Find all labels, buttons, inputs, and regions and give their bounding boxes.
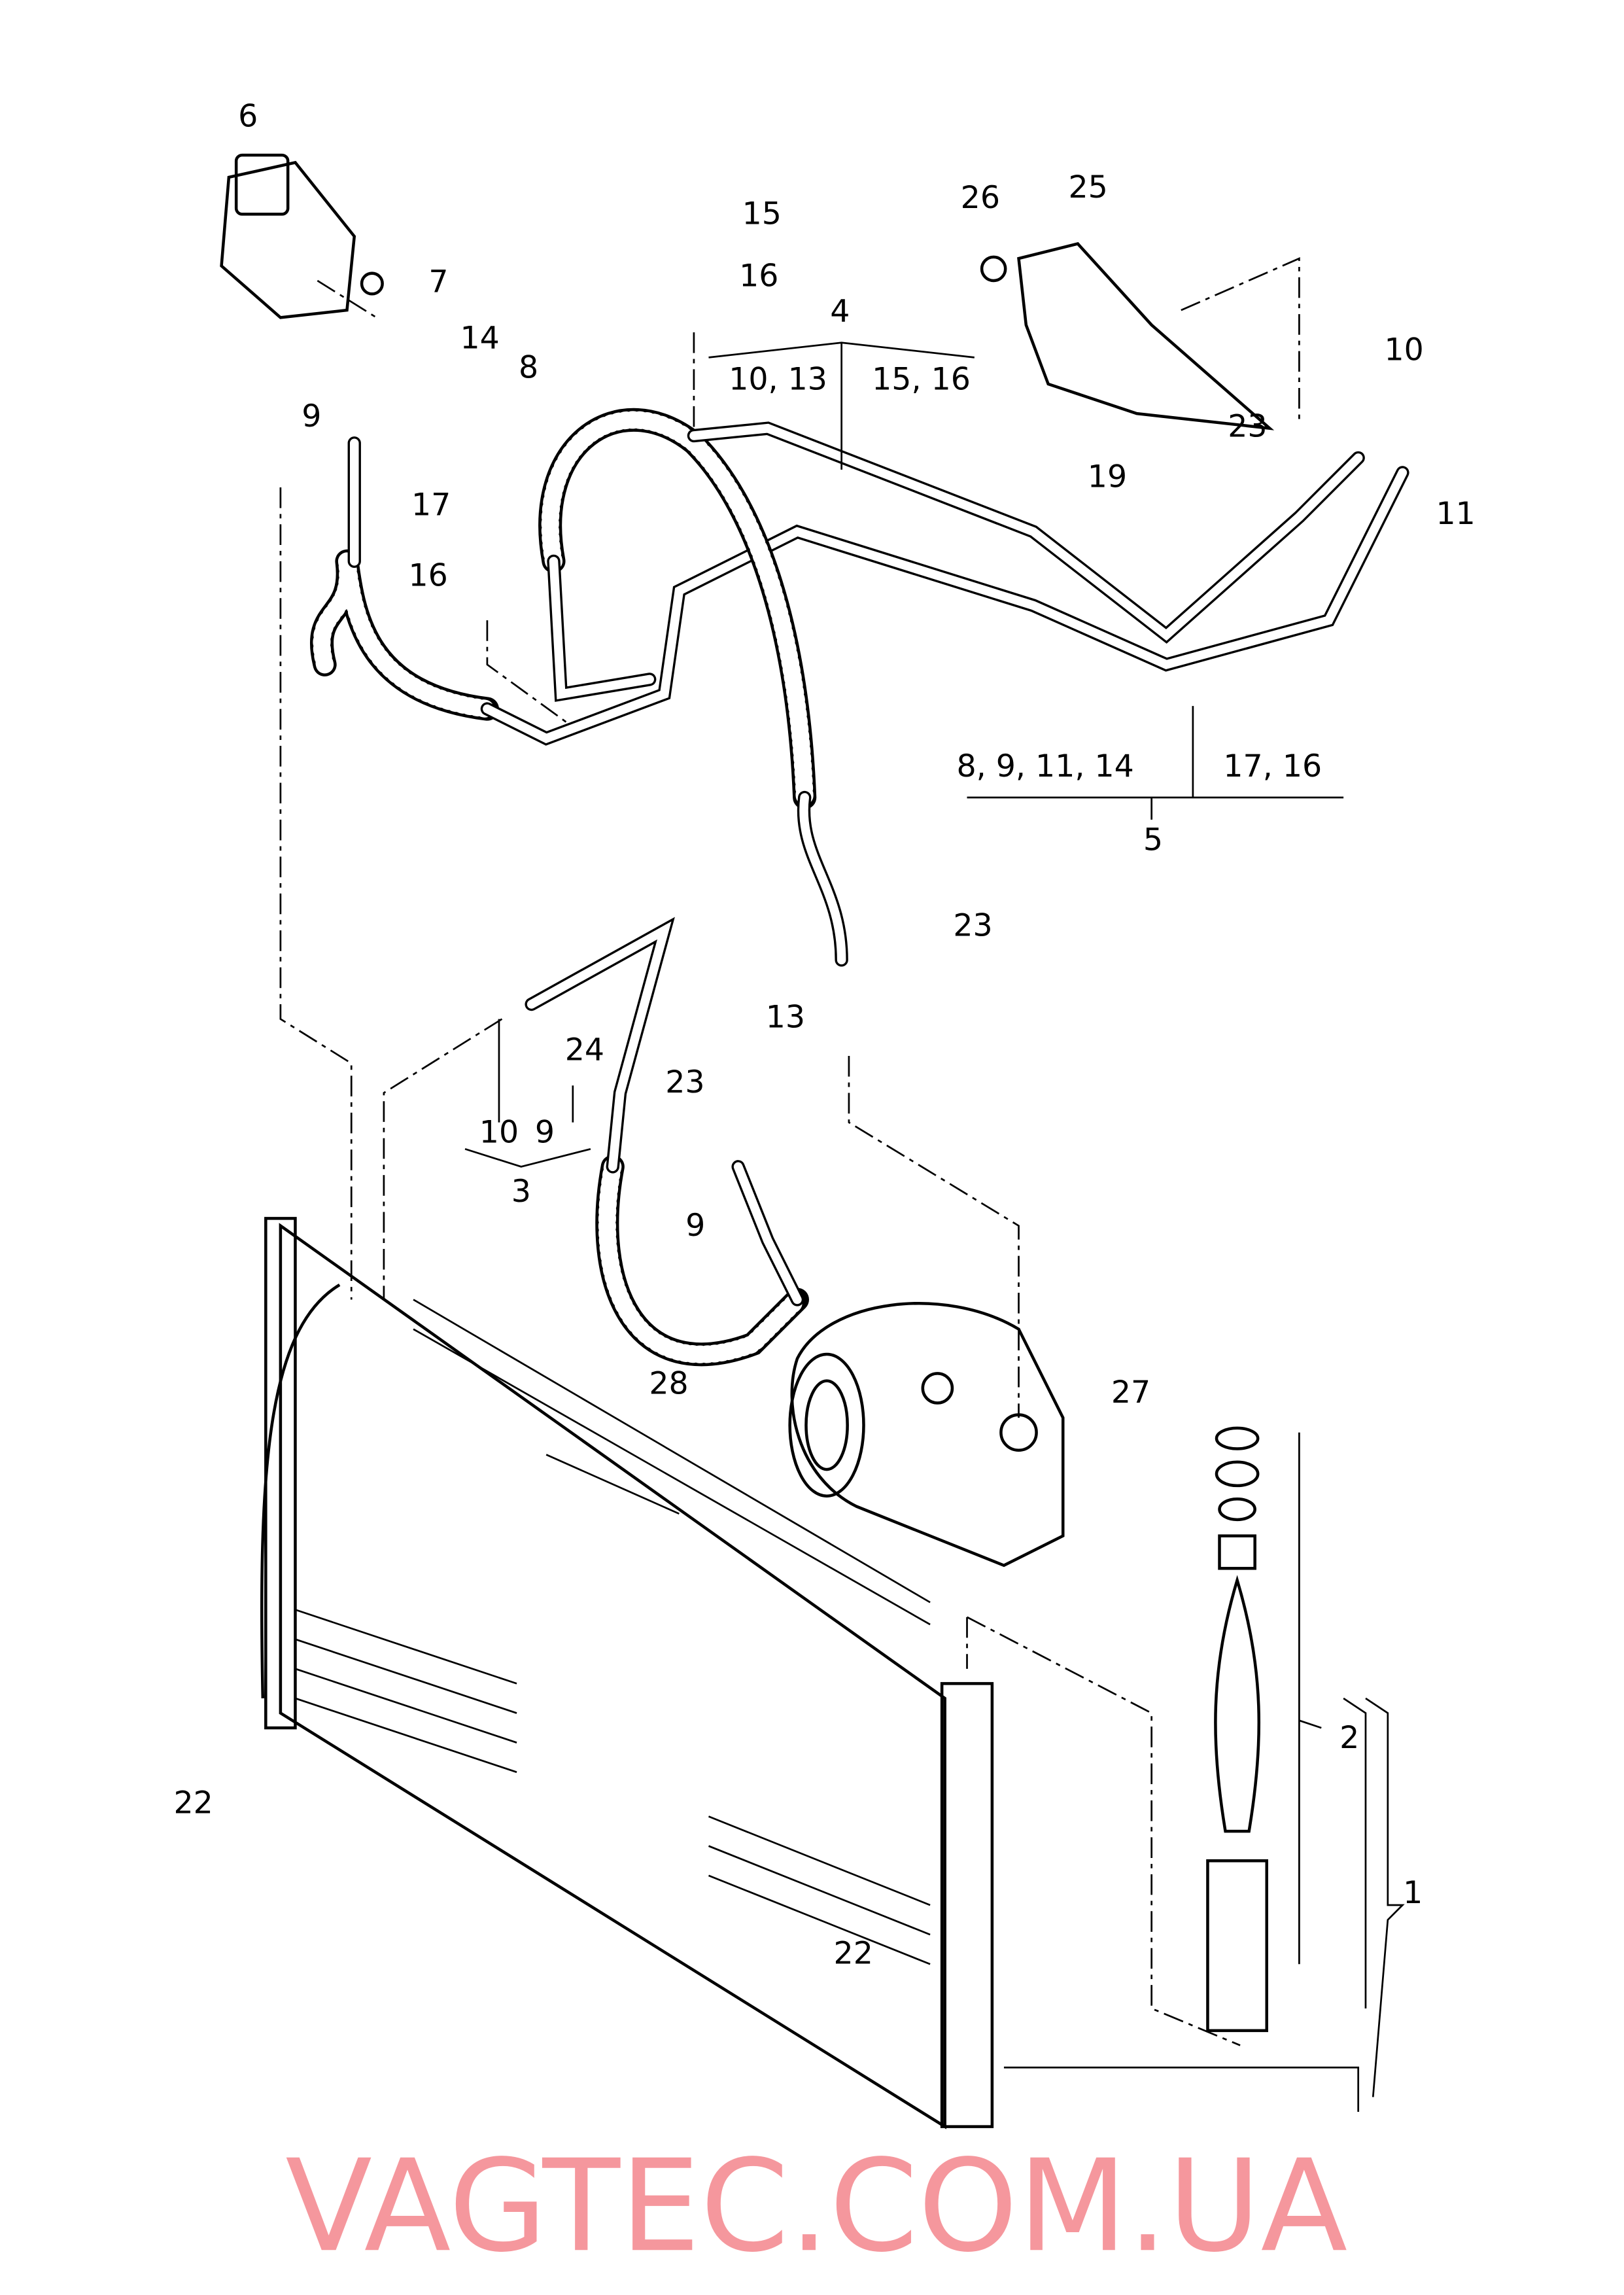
callout-16: 16 xyxy=(739,258,778,294)
callout-5: 5 xyxy=(1143,822,1163,858)
callout-28: 28 xyxy=(649,1365,688,1401)
bracket-6 xyxy=(220,153,384,319)
callout-17: 17 xyxy=(411,487,451,523)
refrigerant-lines xyxy=(309,408,1409,1367)
group-5-left: 8, 9, 11, 14 xyxy=(957,748,1134,784)
callout-10: 10 xyxy=(1385,332,1424,368)
group-4-right: 15, 16 xyxy=(872,361,971,397)
callout-8: 8 xyxy=(519,349,538,385)
callout-6: 6 xyxy=(238,99,258,135)
callout-2: 2 xyxy=(1339,1720,1359,1756)
leader-lines xyxy=(279,257,1360,2112)
group-4-left: 10, 13 xyxy=(729,361,827,397)
callout-13: 13 xyxy=(766,1000,805,1036)
callout-11: 11 xyxy=(1436,496,1476,532)
callout-24: 24 xyxy=(565,1032,604,1068)
callout-1: 1 xyxy=(1403,1875,1423,1911)
callout-23: 23 xyxy=(1228,409,1267,445)
callout-16: 16 xyxy=(408,558,447,594)
group-bracket-3 xyxy=(464,1019,591,1168)
callout-10: 10 xyxy=(479,1115,519,1151)
compressor-27 xyxy=(788,1302,1065,1568)
callout-23: 23 xyxy=(665,1064,704,1100)
dryer-cartridge-2 xyxy=(1206,1426,1367,2033)
watermark: VAGTEC.COM.UA xyxy=(285,2132,1347,2280)
callout-4: 4 xyxy=(830,294,850,330)
callout-22: 22 xyxy=(174,1785,213,1821)
group-bracket-5 xyxy=(967,706,1344,820)
nut-26 xyxy=(980,255,1007,283)
callout-27: 27 xyxy=(1111,1375,1150,1410)
callout-25: 25 xyxy=(1068,169,1107,205)
callout-22: 22 xyxy=(834,1936,873,1972)
callout-9: 9 xyxy=(685,1208,705,1244)
callouts: 6 7 15 16 26 25 4 10, 13 15, 16 14 8 9 1… xyxy=(174,99,1476,1972)
callout-19: 19 xyxy=(1088,459,1127,495)
callout-15: 15 xyxy=(742,196,782,232)
group-5-right: 17, 16 xyxy=(1223,748,1322,784)
callout-26: 26 xyxy=(961,180,1000,216)
callout-23: 23 xyxy=(953,908,992,944)
group-bracket-4 xyxy=(708,342,975,470)
callout-7: 7 xyxy=(428,264,448,300)
group-bracket-1 xyxy=(1365,1697,1405,2097)
callout-9: 9 xyxy=(302,398,321,434)
cover-25 xyxy=(1017,242,1275,430)
callout-9: 9 xyxy=(535,1115,555,1151)
condenser-28 xyxy=(260,1217,994,2129)
callout-14: 14 xyxy=(460,320,499,356)
callout-3: 3 xyxy=(511,1174,531,1210)
